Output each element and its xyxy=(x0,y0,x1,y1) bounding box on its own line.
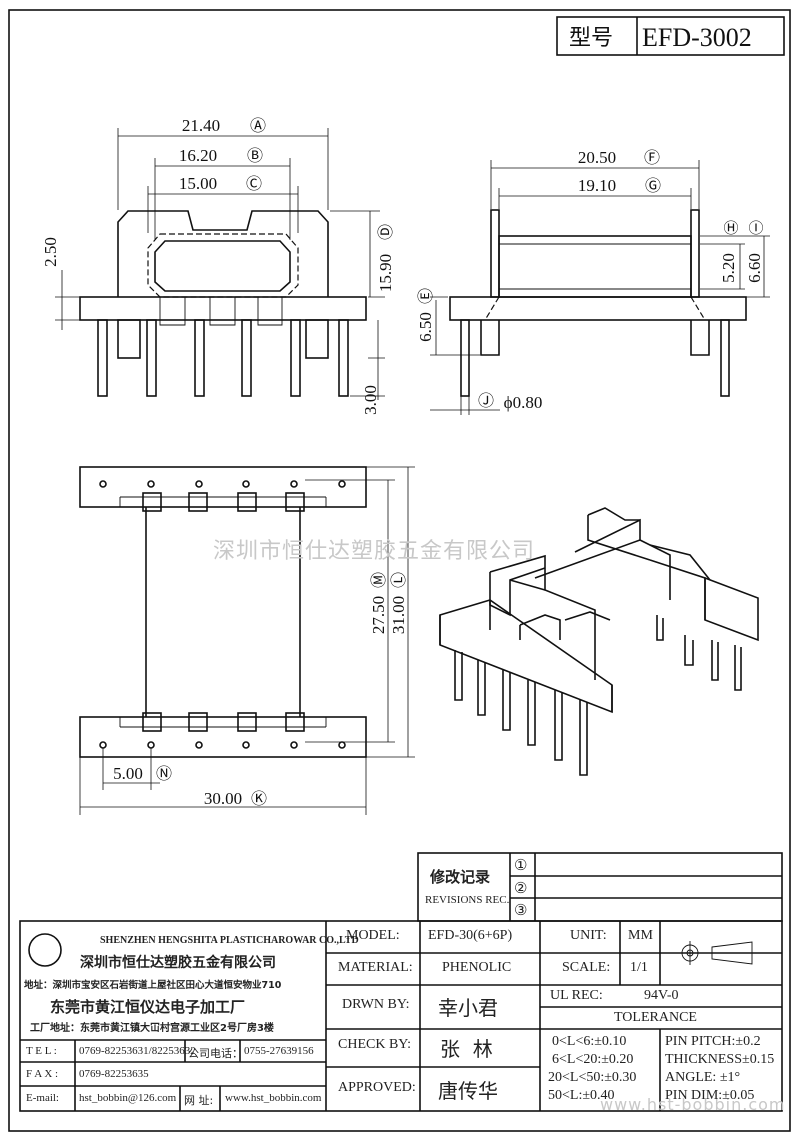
spec-model-label: MODEL: xyxy=(346,928,400,943)
dim-h-tag: Ⓗ xyxy=(723,220,738,237)
tel-label: T E L : xyxy=(26,1045,57,1057)
web-value: www.hst_bobbin.com xyxy=(225,1092,322,1104)
tolerance-7: ANGLE: ±1° xyxy=(665,1070,741,1085)
spec-check-label: CHECK BY: xyxy=(338,1037,412,1052)
dim-j-tag: Ⓙ xyxy=(478,392,494,410)
title-block xyxy=(19,920,783,1112)
spec-approved-value: 唐传华 xyxy=(438,1079,498,1103)
dim-n-label: 5.00 xyxy=(113,764,143,783)
dim-b-tag: Ⓑ xyxy=(247,147,263,165)
dim-f-tag: Ⓕ xyxy=(644,149,660,167)
isometric-view xyxy=(439,507,759,776)
dim-k-label: 30.00 xyxy=(204,789,242,808)
side-view xyxy=(430,160,770,415)
company-address: 地址：深圳市宝安区石岩街道上屋社区田心大道恒安物业710 xyxy=(24,980,282,991)
model-title-box xyxy=(556,16,785,56)
spec-check-value: 张 林 xyxy=(440,1037,493,1061)
dim-m-tag: Ⓜ xyxy=(370,572,388,588)
revisions-table xyxy=(417,852,783,922)
spec-scale-label: SCALE: xyxy=(562,960,611,975)
watermark-bottom: www.hst-bobbin.com xyxy=(600,1095,786,1114)
tolerance-1: 0<L<6:±0.10 xyxy=(552,1034,627,1049)
company-name-en: SHENZHEN HENGSHITA PLASTICHAROWAR CO.,LT… xyxy=(100,935,359,946)
company-logo: HST xyxy=(37,944,55,954)
dim-top-left-label: 2.50 xyxy=(41,237,60,267)
dim-a-label: 21.40 xyxy=(182,116,220,135)
top-view xyxy=(79,466,415,815)
tolerance-2: 6<L<20:±0.20 xyxy=(552,1052,634,1067)
email-label: E-mail: xyxy=(26,1092,59,1104)
revision-mark-3: ③ xyxy=(514,903,528,919)
revision-mark-1: ① xyxy=(514,858,528,874)
dim-h-label: 5.20 xyxy=(719,253,738,283)
dim-d-tag: Ⓓ xyxy=(377,224,395,240)
tolerance-6: THICKNESS±0.15 xyxy=(665,1052,775,1067)
dim-pin-length-label: 3.00 xyxy=(361,385,380,415)
dim-n-tag: Ⓝ xyxy=(156,765,172,783)
dim-g-tag: Ⓖ xyxy=(645,177,661,195)
dim-g-label: 19.10 xyxy=(578,176,616,195)
revisions-label-en: REVISIONS REC. xyxy=(425,894,510,906)
email-value: hst_bobbin@126.com xyxy=(79,1092,177,1104)
front-view xyxy=(55,128,385,400)
dim-m-label: 27.50 xyxy=(369,596,388,634)
factory-name: 东莞市黄江恒仪达电子加工厂 xyxy=(50,998,246,1016)
revision-mark-2: ② xyxy=(514,881,528,897)
spec-ul-value: 94V-0 xyxy=(644,988,679,1003)
revisions-label-cn: 修改记录 xyxy=(430,868,491,886)
model-label: 型号 xyxy=(569,25,613,50)
spec-approved-label: APPROVED: xyxy=(338,1080,416,1095)
spec-unit-value: MM xyxy=(628,928,653,943)
tolerance-3: 20<L<50:±0.30 xyxy=(548,1070,637,1085)
dim-k-tag: Ⓚ xyxy=(251,790,267,808)
dim-j-label: ϕ0.80 xyxy=(504,393,543,412)
dim-i-label: 6.60 xyxy=(745,253,764,283)
dim-i-tag: Ⓘ xyxy=(748,220,763,237)
dim-c-label: 15.00 xyxy=(179,174,217,193)
dim-e-tag: Ⓔ xyxy=(417,288,435,304)
model-value: EFD-3002 xyxy=(642,23,752,52)
spec-model-value: EFD-30(6+6P) xyxy=(428,928,513,943)
spec-material-value: PHENOLIC xyxy=(442,960,512,975)
spec-drawn-label: DRWN BY: xyxy=(342,997,410,1012)
dim-d-label: 15.90 xyxy=(376,254,395,292)
drawing-frame xyxy=(8,9,791,1132)
tolerance-5: PIN PITCH:±0.2 xyxy=(665,1034,761,1049)
dim-l-label: 31.00 xyxy=(389,596,408,634)
dim-a-tag: Ⓐ xyxy=(250,117,266,135)
fax-label: F A X : xyxy=(26,1068,59,1080)
watermark-company: 深圳市恒仕达塑胶五金有限公司 xyxy=(213,539,536,564)
tolerance-4: 50<L:±0.40 xyxy=(548,1088,615,1103)
company-tel-label: 公司电话： xyxy=(188,1047,243,1060)
factory-address: 工厂地址：东莞市黄江镇大冚村宫源工业区2号厂房3楼 xyxy=(30,1023,274,1034)
tel-value: 0769-82253631/82253632 xyxy=(79,1045,196,1057)
spec-tolerance-label: TOLERANCE xyxy=(614,1010,697,1025)
dim-c-tag: Ⓒ xyxy=(246,175,262,193)
fax-value: 0769-82253635 xyxy=(79,1068,149,1080)
dim-b-label: 16.20 xyxy=(179,146,217,165)
spec-drawn-value: 幸小君 xyxy=(438,996,498,1020)
tolerance-8: PIN DIM:±0.05 xyxy=(665,1088,755,1103)
dim-e-label: 6.50 xyxy=(416,312,435,342)
spec-material-label: MATERIAL: xyxy=(338,960,413,975)
spec-ul-label: UL REC: xyxy=(550,988,603,1003)
web-label: 网 址: xyxy=(184,1094,214,1107)
spec-unit-label: UNIT: xyxy=(570,928,607,943)
company-name-cn: 深圳市恒仕达塑胶五金有限公司 xyxy=(80,955,276,971)
company-tel-value: 0755-27639156 xyxy=(244,1045,314,1057)
dim-l-tag: Ⓛ xyxy=(390,572,408,588)
dim-f-label: 20.50 xyxy=(578,148,616,167)
spec-scale-value: 1/1 xyxy=(630,960,648,975)
